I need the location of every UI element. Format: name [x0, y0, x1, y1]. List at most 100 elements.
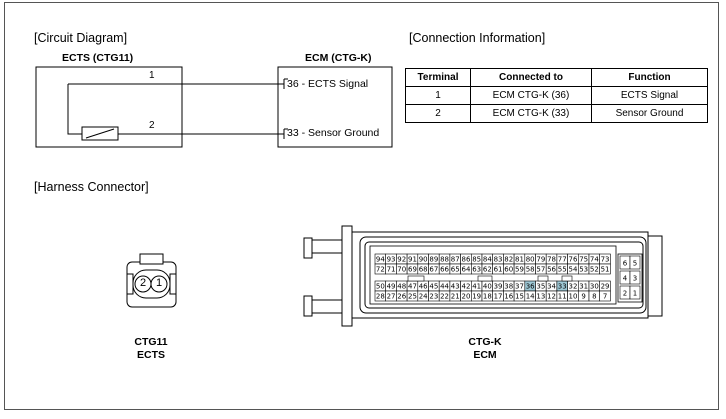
ecm-pin-number: 69 — [408, 266, 417, 274]
ecm-pin-number: 56 — [547, 266, 556, 274]
ecm-pin-number: 90 — [419, 256, 428, 264]
connector-key-tab — [477, 275, 493, 282]
ecm-pin-number: 52 — [590, 266, 599, 274]
ecm-pin-number: 23 — [429, 293, 438, 301]
ecm-pin-number: 54 — [568, 266, 577, 274]
ecm-pin-number: 11 — [558, 293, 567, 301]
ecm-side-pin-cell — [629, 285, 641, 300]
connection-table: Terminal Connected to Function 1 ECM CTG… — [405, 68, 708, 123]
ecm-pin-number: 8 — [592, 293, 596, 301]
ecm-pin-number: 81 — [515, 256, 524, 264]
ecm-pin-number: 93 — [387, 256, 396, 264]
ecm-pin-number: 47 — [408, 283, 417, 291]
ecm-pin-number: 65 — [451, 266, 460, 274]
connector-key-tab — [561, 275, 573, 282]
ecm-pin-number: 83 — [494, 256, 503, 264]
ctg11-pin-2: 2 — [139, 277, 147, 289]
ecm-pin-number: 66 — [440, 266, 449, 274]
cell-function: Sensor Ground — [591, 104, 708, 123]
ecm-pin-number: 89 — [429, 256, 438, 264]
ecm-pin-number: 49 — [387, 283, 396, 291]
ecm-pin-number: 31 — [579, 283, 588, 291]
ecm-pin-number: 16 — [504, 293, 513, 301]
ecm-pin-number: 48 — [397, 283, 406, 291]
wire-2-number: 2 — [149, 120, 155, 131]
cell-function: ECTS Signal — [591, 86, 708, 105]
ecm-pin-number: 85 — [472, 256, 481, 264]
ecm-pin-number: 21 — [451, 293, 460, 301]
ecm-pin-number: 38 — [504, 283, 513, 291]
cell-connected-to: ECM CTG-K (33) — [470, 104, 592, 123]
ecm-pin-number: 36 — [526, 283, 535, 291]
cell-connected-to: ECM CTG-K (36) — [470, 86, 592, 105]
ects-box-title: ECTS (CTG11) — [62, 52, 134, 64]
cell-terminal: 1 — [405, 86, 471, 105]
ecm-pin-number: 60 — [504, 266, 513, 274]
connector-key-tab — [537, 275, 549, 282]
ecm-pin-number: 42 — [461, 283, 470, 291]
ecm-pin-number: 29 — [601, 283, 610, 291]
ecm-pin-number: 86 — [461, 256, 470, 264]
ecm-pin-number: 70 — [397, 266, 406, 274]
ecm-pin-number: 51 — [601, 266, 610, 274]
diagram-frame — [4, 2, 719, 410]
ecm-pin-number: 75 — [579, 256, 588, 264]
ecm-pin-number: 53 — [579, 266, 588, 274]
ecm-side-pin-number: 1 — [633, 290, 637, 298]
ecm-pin-number: 64 — [461, 266, 470, 274]
wire-1-number: 1 — [149, 70, 155, 81]
ecm-pin-number: 37 — [515, 283, 524, 291]
ecm-pin-number: 50 — [376, 283, 385, 291]
table-row: 1 ECM CTG-K (36) ECTS Signal — [405, 86, 708, 105]
ecm-pin-number: 12 — [547, 293, 556, 301]
ecm-pin-number: 80 — [526, 256, 535, 264]
connector-key-tab — [407, 275, 425, 282]
ecm-pin-number: 41 — [472, 283, 481, 291]
ctgk-code: CTG-K — [468, 336, 502, 348]
ecm-pin-number: 25 — [408, 293, 417, 301]
ecm-pin-number: 15 — [515, 293, 524, 301]
ecm-pin-number: 10 — [568, 293, 577, 301]
ecm-pin-cell — [599, 263, 611, 275]
header-function: Function — [591, 68, 708, 87]
ecm-pin-number: 76 — [568, 256, 577, 264]
ecm-pin-number: 7 — [603, 293, 607, 301]
ecm-pin-number: 57 — [536, 266, 545, 274]
sensor-internal-loop — [67, 84, 82, 135]
ecm-pin-number: 68 — [419, 266, 428, 274]
ecm-pin-number: 43 — [451, 283, 460, 291]
thermistor-diagonal — [85, 128, 115, 139]
ecm-pin-number: 28 — [376, 293, 385, 301]
ecm-pin-number: 77 — [558, 256, 567, 264]
table-header-row: Terminal Connected to Function — [405, 68, 708, 87]
ecm-pin-number: 14 — [526, 293, 535, 301]
ecm-side-pin-number: 4 — [623, 275, 628, 283]
ctg11-pin-1: 1 — [155, 277, 163, 289]
ecm-pin-number: 24 — [419, 293, 428, 301]
ecm-pin-number: 26 — [397, 293, 406, 301]
pin-33-label: 33 - Sensor Ground — [287, 127, 380, 139]
ecm-pin-number: 62 — [483, 266, 492, 274]
pin-36-label: 36 - ECTS Signal — [287, 78, 369, 90]
ecm-side-pin-cell — [629, 270, 641, 285]
ecm-pin-number: 44 — [440, 283, 449, 291]
ctg11-name: ECTS — [136, 349, 165, 361]
ecm-pin-number: 67 — [429, 266, 438, 274]
ecm-side-pin-cell — [629, 255, 641, 270]
ecm-pin-number: 35 — [536, 283, 545, 291]
ecm-pin-number: 55 — [558, 266, 567, 274]
ecm-pin-number: 71 — [387, 266, 396, 274]
circuit-section-title: [Circuit Diagram] — [34, 31, 128, 45]
cell-terminal: 2 — [405, 104, 471, 123]
ecm-pin-number: 9 — [581, 293, 585, 301]
ecm-pin-number: 82 — [504, 256, 513, 264]
ecm-pin-number: 84 — [483, 256, 492, 264]
ecm-side-pin-number: 5 — [633, 260, 637, 268]
ects-component-box — [35, 66, 183, 148]
ecm-pin-number: 78 — [547, 256, 556, 264]
ecm-pin-number: 32 — [568, 283, 577, 291]
ecm-pin-number: 73 — [601, 256, 610, 264]
